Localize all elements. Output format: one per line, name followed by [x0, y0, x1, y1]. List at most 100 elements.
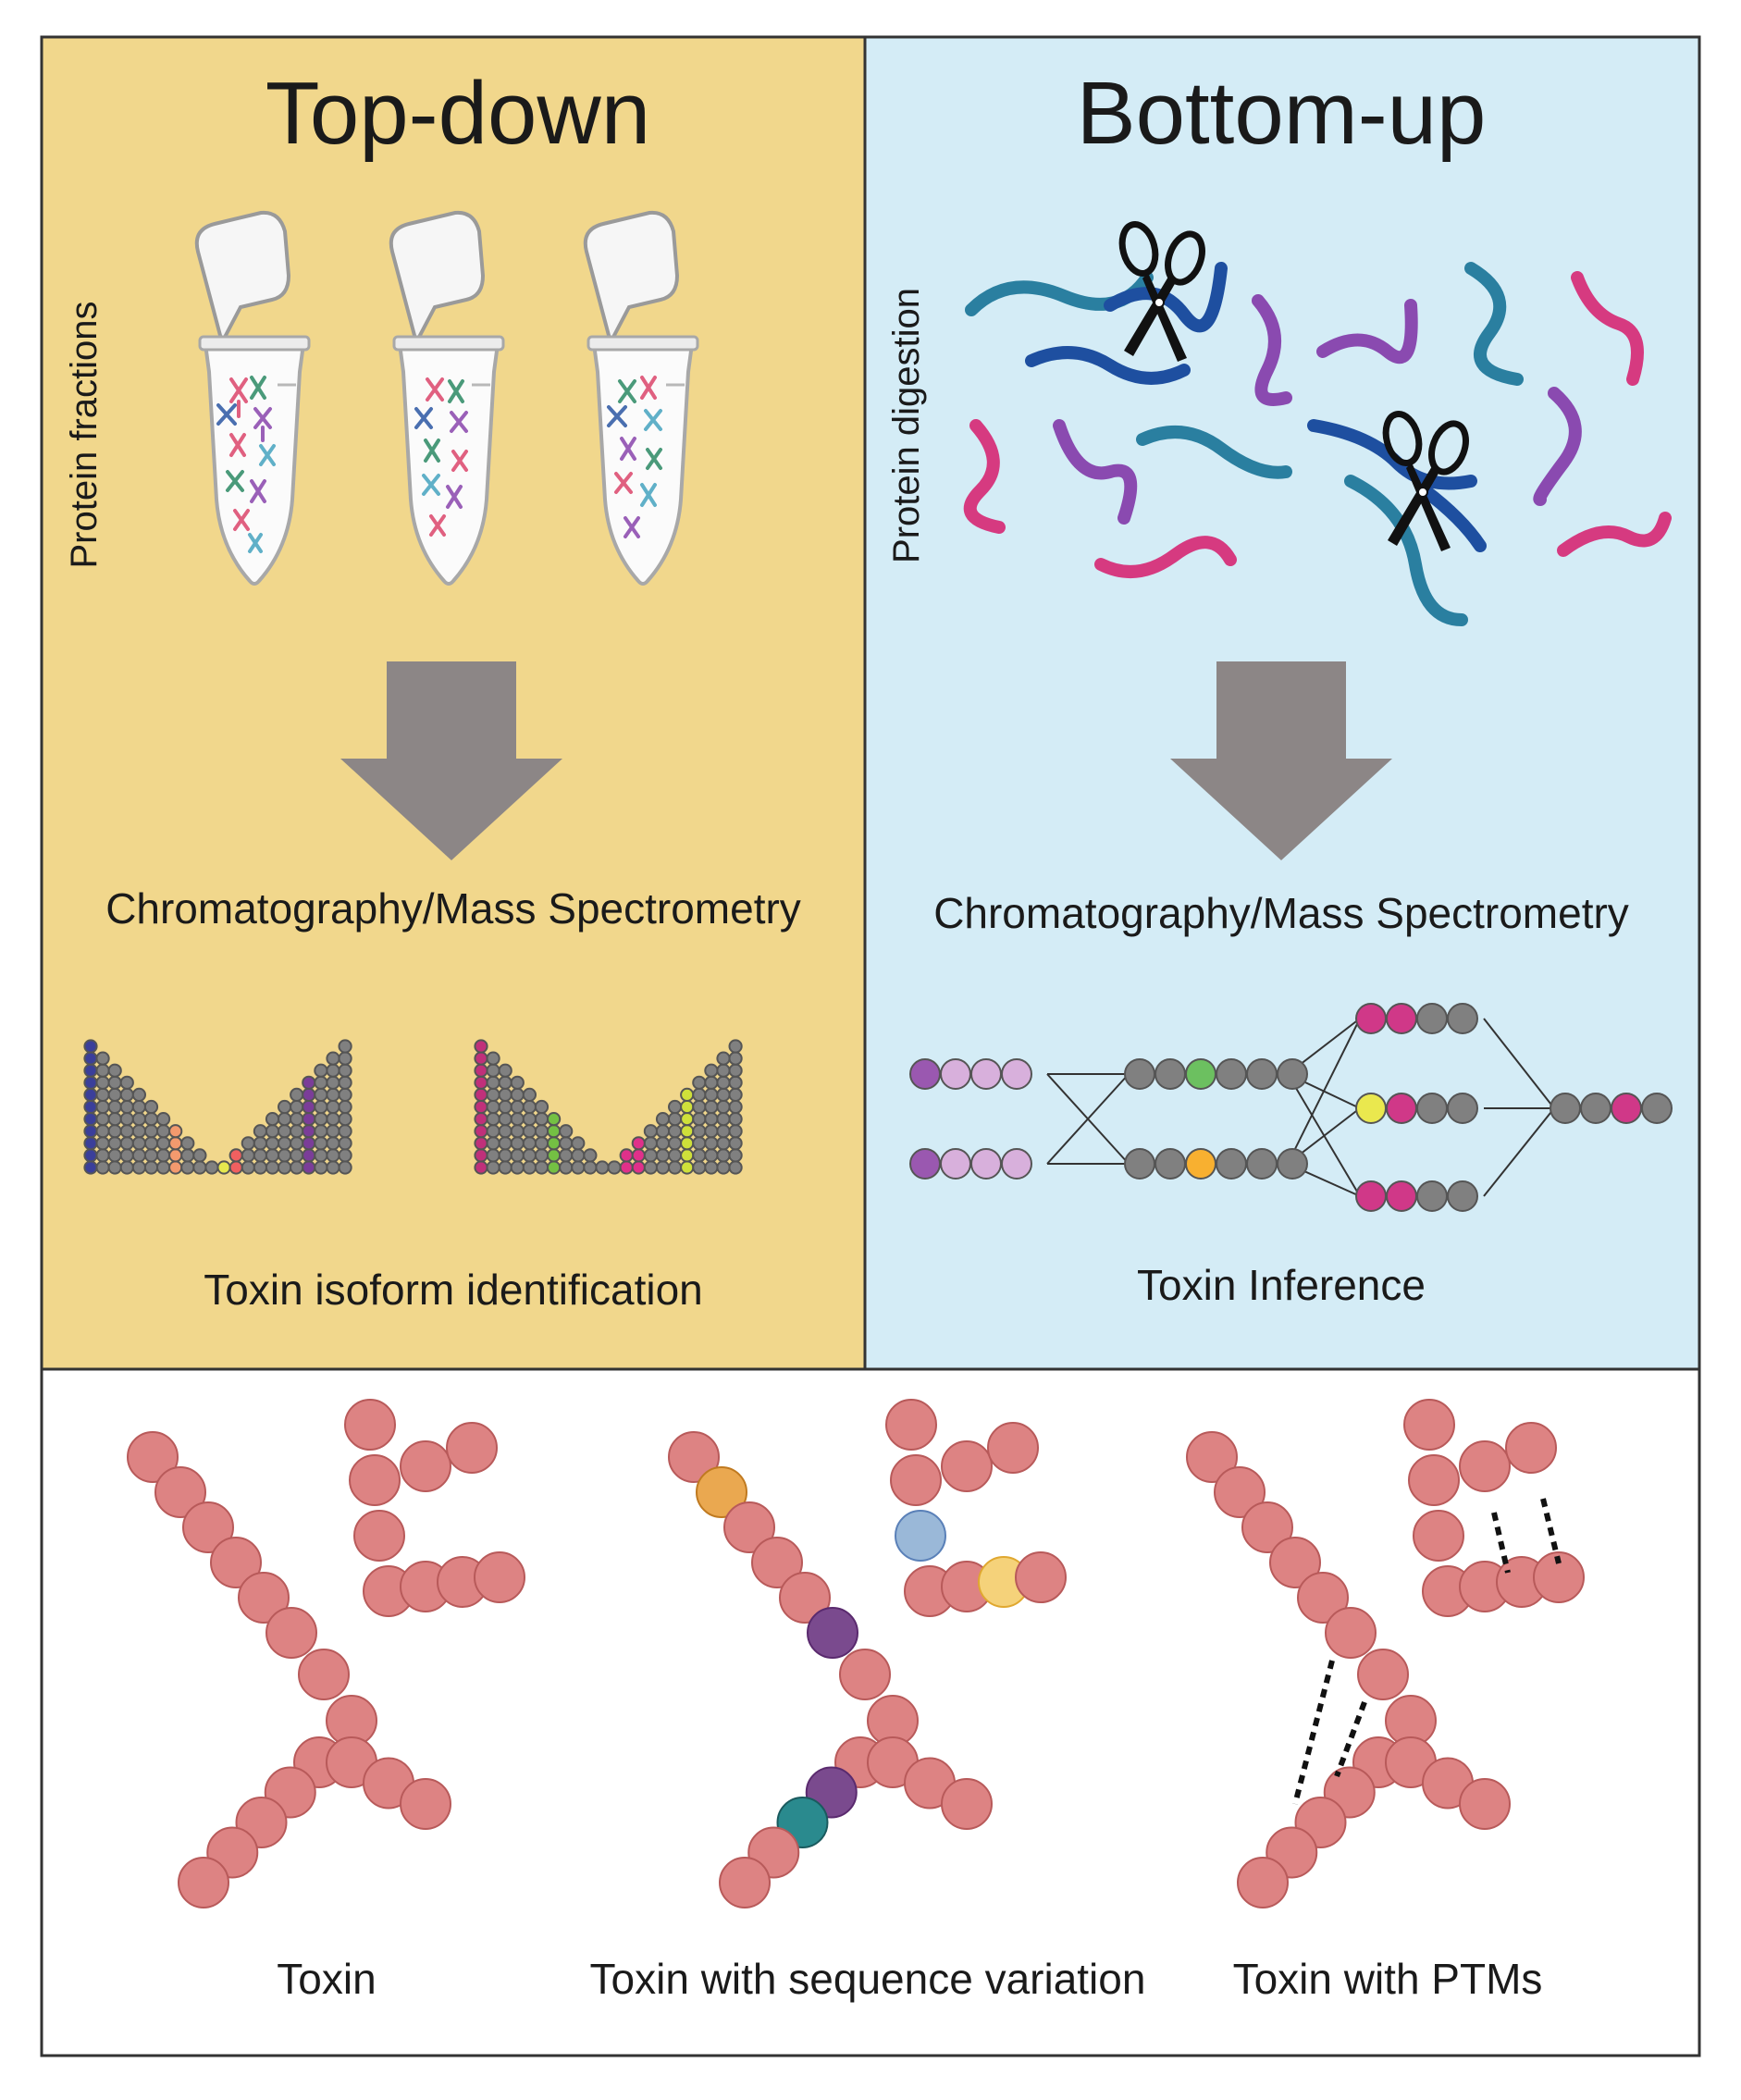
spectrum-bead: [474, 1039, 488, 1054]
spectrum-bead: [474, 1148, 488, 1163]
spectrum-bead: [716, 1124, 731, 1139]
spectrum-bead: [83, 1063, 98, 1078]
spectrum-bead: [655, 1160, 671, 1175]
spectrum-bead: [534, 1148, 549, 1163]
spectrum-bead: [314, 1148, 328, 1163]
top-down-side-label: Protein fractions: [64, 301, 105, 568]
toxin-bead: [210, 1537, 262, 1588]
network-edge: [1046, 1073, 1130, 1165]
spectrum-bead: [143, 1160, 159, 1175]
top-down-method-label: Chromatography/Mass Spectrometry: [105, 884, 801, 933]
spectrum-bead: [83, 1112, 98, 1127]
network-edge: [1483, 1107, 1555, 1197]
spectrum-bead: [522, 1112, 537, 1127]
peptide-bead: [1447, 1003, 1478, 1034]
spectrum-bead: [107, 1136, 122, 1151]
peptide-bead: [1185, 1058, 1216, 1090]
spectrum-bead: [510, 1087, 525, 1103]
spectrum-bead: [631, 1136, 646, 1151]
spectrum-bead: [314, 1112, 328, 1127]
spectrum-bead: [583, 1160, 598, 1175]
spectrum-bead: [559, 1160, 574, 1175]
spectrum-bead: [668, 1160, 683, 1175]
spectrum-bead: [728, 1087, 743, 1103]
peptide-bead: [1386, 1180, 1417, 1212]
spectrum-bead: [95, 1148, 110, 1163]
spectrum-bead: [156, 1136, 171, 1151]
spectrum-bead: [95, 1051, 110, 1066]
peptide-bead: [1355, 1180, 1387, 1212]
spectrum-bead: [704, 1124, 719, 1139]
bottom-up-method-label: Chromatography/Mass Spectrometry: [933, 889, 1629, 937]
spectrum-bead: [704, 1136, 719, 1151]
peptide-bead: [1246, 1148, 1278, 1180]
peptide-network: [909, 1003, 1673, 1212]
spectrum-bead: [716, 1099, 731, 1115]
spectrum-bead: [716, 1051, 731, 1066]
toxin-bead: [1408, 1454, 1460, 1506]
spectrum-bead: [668, 1148, 683, 1163]
spectrum-bead: [204, 1160, 219, 1175]
toxin-bead: [1186, 1431, 1238, 1483]
spectrum-bead: [302, 1124, 316, 1139]
spectrum-bead: [474, 1051, 488, 1066]
spectrum-bead: [338, 1075, 352, 1090]
toxin-bead: [1015, 1551, 1067, 1603]
spectrum-bead: [131, 1124, 146, 1139]
spectrum-bead: [716, 1160, 731, 1175]
peptide-bead: [1124, 1058, 1155, 1090]
toxin-bead: [298, 1649, 350, 1700]
spectrum-bead: [474, 1112, 488, 1127]
toxin-bead: [1403, 1399, 1455, 1451]
spectrum-bead: [510, 1099, 525, 1115]
spectrum-bead: [534, 1112, 549, 1127]
toxin-bead: [1214, 1466, 1266, 1518]
spectrum-bead: [107, 1063, 122, 1078]
spectrum-bead: [728, 1160, 743, 1175]
spectrum-bead: [474, 1099, 488, 1115]
toxin-bead: [885, 1399, 937, 1451]
spectrum-bead: [728, 1063, 743, 1078]
disulfide-bond: [1491, 1512, 1511, 1574]
spectrum-bead: [680, 1136, 695, 1151]
spectrum-bead: [486, 1051, 500, 1066]
toxin-bead: [154, 1466, 206, 1518]
network-edge: [1483, 1018, 1555, 1109]
toxin-bead: [723, 1501, 775, 1553]
spectrum-bead: [119, 1148, 134, 1163]
spectrum-bead: [559, 1136, 574, 1151]
spectrum-bead: [486, 1112, 500, 1127]
toxin-bead: [839, 1649, 891, 1700]
peptide-bead: [1355, 1003, 1387, 1034]
spectrum-bead: [131, 1148, 146, 1163]
spectrum-bead: [486, 1099, 500, 1115]
spectrum-bead: [559, 1148, 574, 1163]
spectrum-bead: [547, 1148, 562, 1163]
spectrum-bead: [692, 1136, 707, 1151]
spectrum-bead: [704, 1112, 719, 1127]
toxin-bead: [400, 1778, 451, 1830]
spectrum-bead: [510, 1148, 525, 1163]
spectrum-bead: [728, 1075, 743, 1090]
spectrum-bead: [314, 1124, 328, 1139]
isoform-peaks: [83, 1039, 743, 1175]
spectrum-bead: [692, 1112, 707, 1127]
toxin-bead: [353, 1510, 405, 1562]
spectrum-bead: [326, 1075, 340, 1090]
spectrum-bead: [326, 1063, 340, 1078]
spectrum-bead: [95, 1136, 110, 1151]
spectrum-bead: [107, 1075, 122, 1090]
spectrum-bead: [278, 1136, 292, 1151]
bottom-up-title: Bottom-up: [1077, 64, 1487, 163]
toxin-bead: [696, 1466, 747, 1518]
spectrum-bead: [95, 1112, 110, 1127]
peptide-bead: [1550, 1093, 1581, 1124]
toxin-bead: [987, 1422, 1039, 1474]
spectrum-bead: [302, 1087, 316, 1103]
spectrum-bead: [107, 1160, 122, 1175]
spectrum-bead: [498, 1136, 512, 1151]
spectrum-bead: [314, 1087, 328, 1103]
spectrum-bead: [83, 1039, 98, 1054]
tube-icon: [194, 210, 311, 587]
